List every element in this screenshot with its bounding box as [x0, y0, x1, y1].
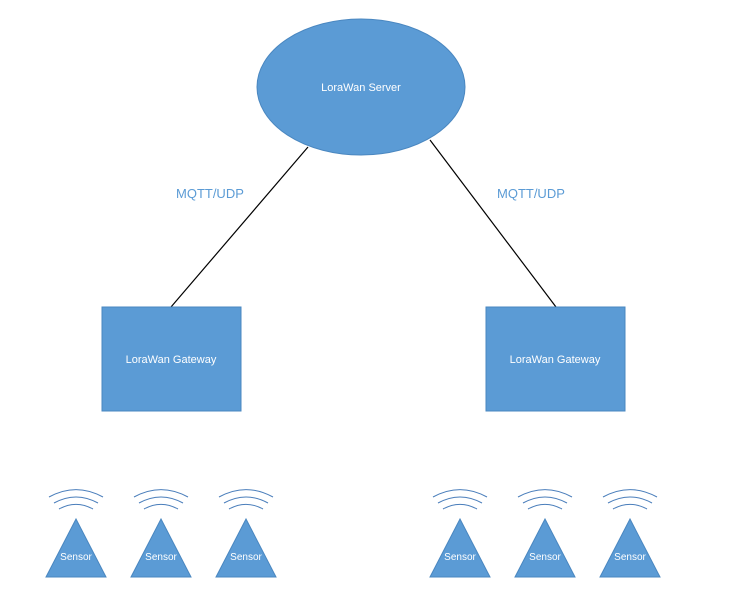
server-label: LoraWan Server [321, 82, 401, 94]
sensor-label: Sensor [145, 552, 177, 563]
gateway-right-box [485, 306, 626, 412]
sensor-label: Sensor [529, 552, 561, 563]
sensor-label: Sensor [444, 552, 476, 563]
server-ellipse [256, 18, 466, 156]
sensor-label: Sensor [230, 552, 262, 563]
sensor-node[interactable]: Sensor [599, 489, 661, 578]
server-gateway-left-line [170, 146, 309, 308]
lorawan-gateway-right[interactable]: LoraWan Gateway [485, 306, 626, 412]
gateway-right-label: LoraWan Gateway [510, 354, 601, 366]
sensor-label: Sensor [614, 552, 646, 563]
sensor-node[interactable]: Sensor [215, 489, 277, 578]
gateway-left-label: LoraWan Gateway [126, 354, 217, 366]
server-gateway-right-line [429, 139, 557, 308]
signal-wave-icon [48, 489, 104, 510]
signal-wave-icon [517, 489, 573, 510]
gateway-left-box [101, 306, 242, 412]
sensor-label: Sensor [60, 552, 92, 563]
sensor-triangle [599, 517, 661, 578]
signal-wave-icon [218, 489, 274, 510]
sensor-triangle [514, 517, 576, 578]
lorawan-gateway-left[interactable]: LoraWan Gateway [101, 306, 242, 412]
signal-wave-icon [133, 489, 189, 510]
sensor-triangle [45, 517, 107, 578]
sensor-node[interactable]: Sensor [429, 489, 491, 578]
lorawan-server-node[interactable]: LoraWan Server [256, 18, 466, 156]
link-label-right: MQTT/UDP [497, 186, 565, 201]
sensor-triangle [215, 517, 277, 578]
signal-wave-icon [432, 489, 488, 510]
sensor-node[interactable]: Sensor [514, 489, 576, 578]
sensor-triangle [130, 517, 192, 578]
link-label-left: MQTT/UDP [176, 186, 244, 201]
sensor-node[interactable]: Sensor [130, 489, 192, 578]
sensor-node[interactable]: Sensor [45, 489, 107, 578]
sensor-group: Sensor Sensor Sensor Sensor Sensor Sensor [45, 489, 661, 578]
signal-wave-icon [602, 489, 658, 510]
sensor-triangle [429, 517, 491, 578]
